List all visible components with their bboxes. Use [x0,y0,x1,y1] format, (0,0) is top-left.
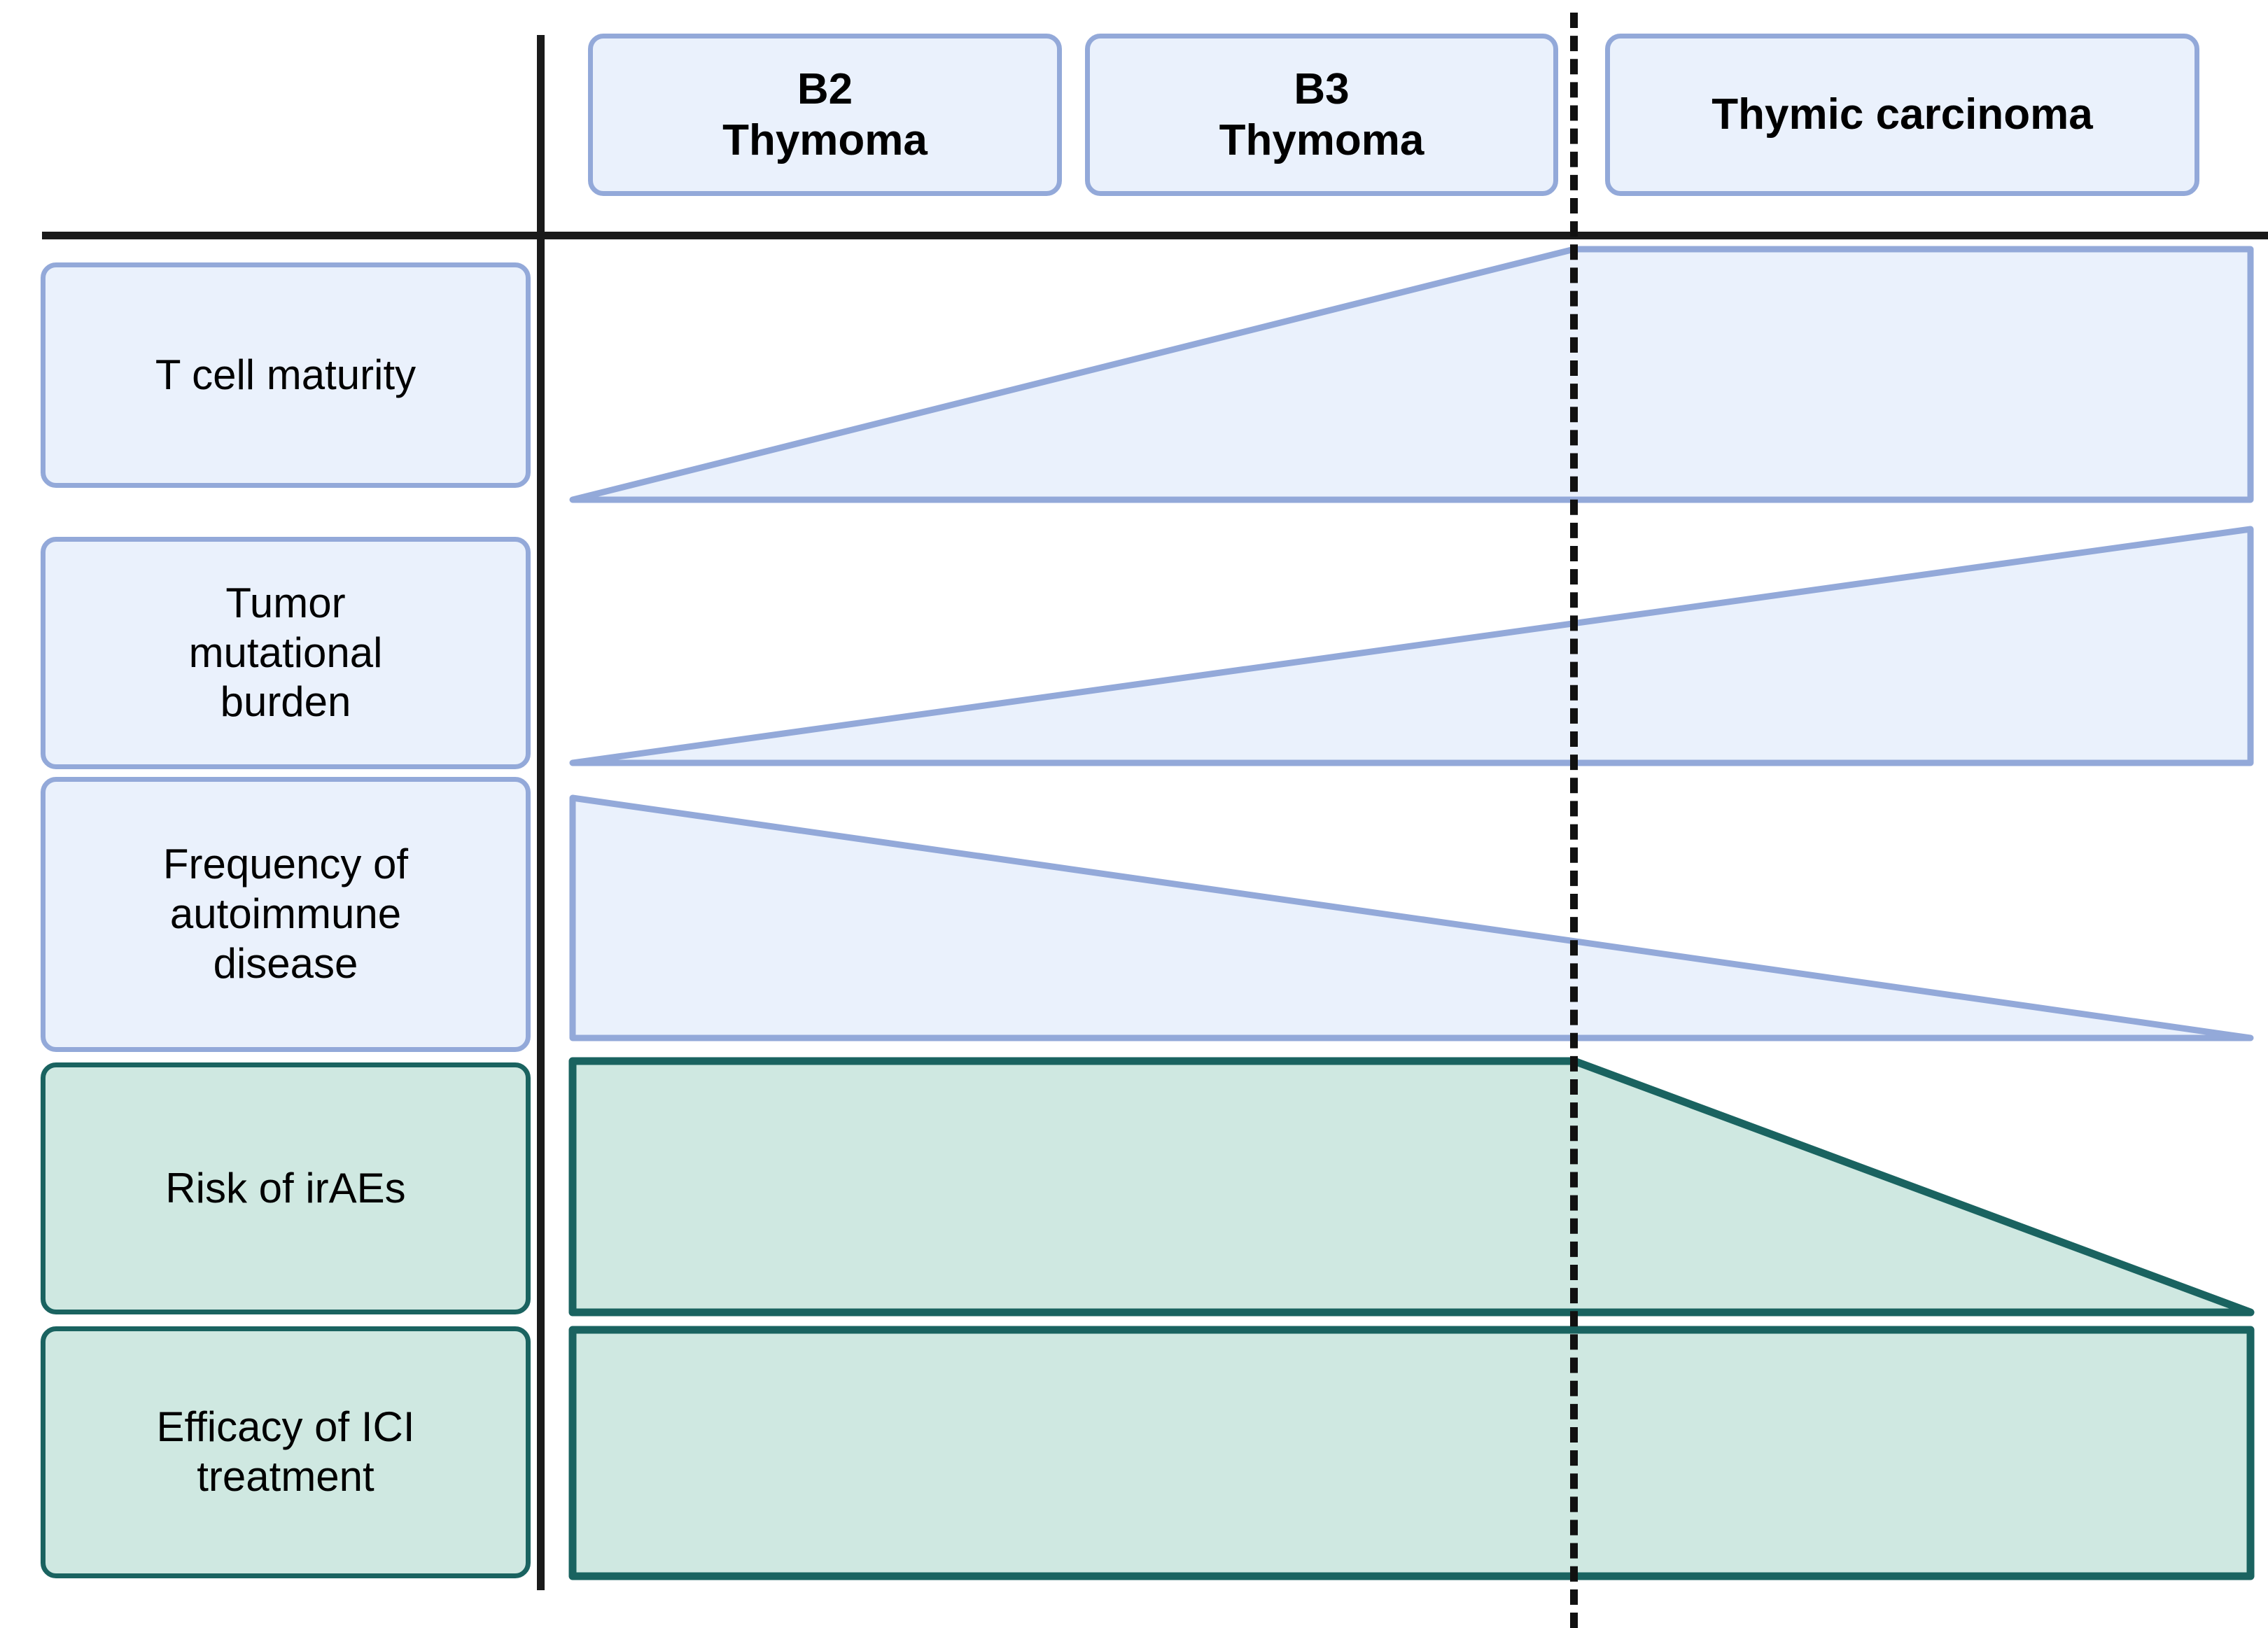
row-label-tumor-mutational-burden[interactable]: Tumor mutational burden [41,537,531,769]
row-label-t-cell-maturity[interactable]: T cell maturity [41,262,531,488]
row-label-risk-of-iraes[interactable]: Risk of irAEs [41,1062,531,1314]
vertical-axis-line [537,35,545,1590]
wedge-efficacy-of-ici-treatment [568,1326,2255,1580]
horizontal-axis-line [42,232,2268,239]
column-header-thymic-carcinoma[interactable]: Thymic carcinoma [1605,34,2199,196]
wedge-t-cell-maturity [569,246,2254,503]
column-header-b2-thymoma[interactable]: B2 Thymoma [588,34,1062,196]
column-header-b3-thymoma[interactable]: B3 Thymoma [1085,34,1558,196]
wedge-frequency-autoimmune-disease [569,794,2254,1041]
wedge-risk-of-iraes [568,1057,2255,1317]
thymoma-carcinoma-divider [1570,13,1578,1628]
wedge-tumor-mutational-burden [569,526,2254,766]
row-label-efficacy-of-ici-treatment[interactable]: Efficacy of ICI treatment [41,1326,531,1578]
row-label-frequency-autoimmune-disease[interactable]: Frequency of autoimmune disease [41,777,531,1052]
